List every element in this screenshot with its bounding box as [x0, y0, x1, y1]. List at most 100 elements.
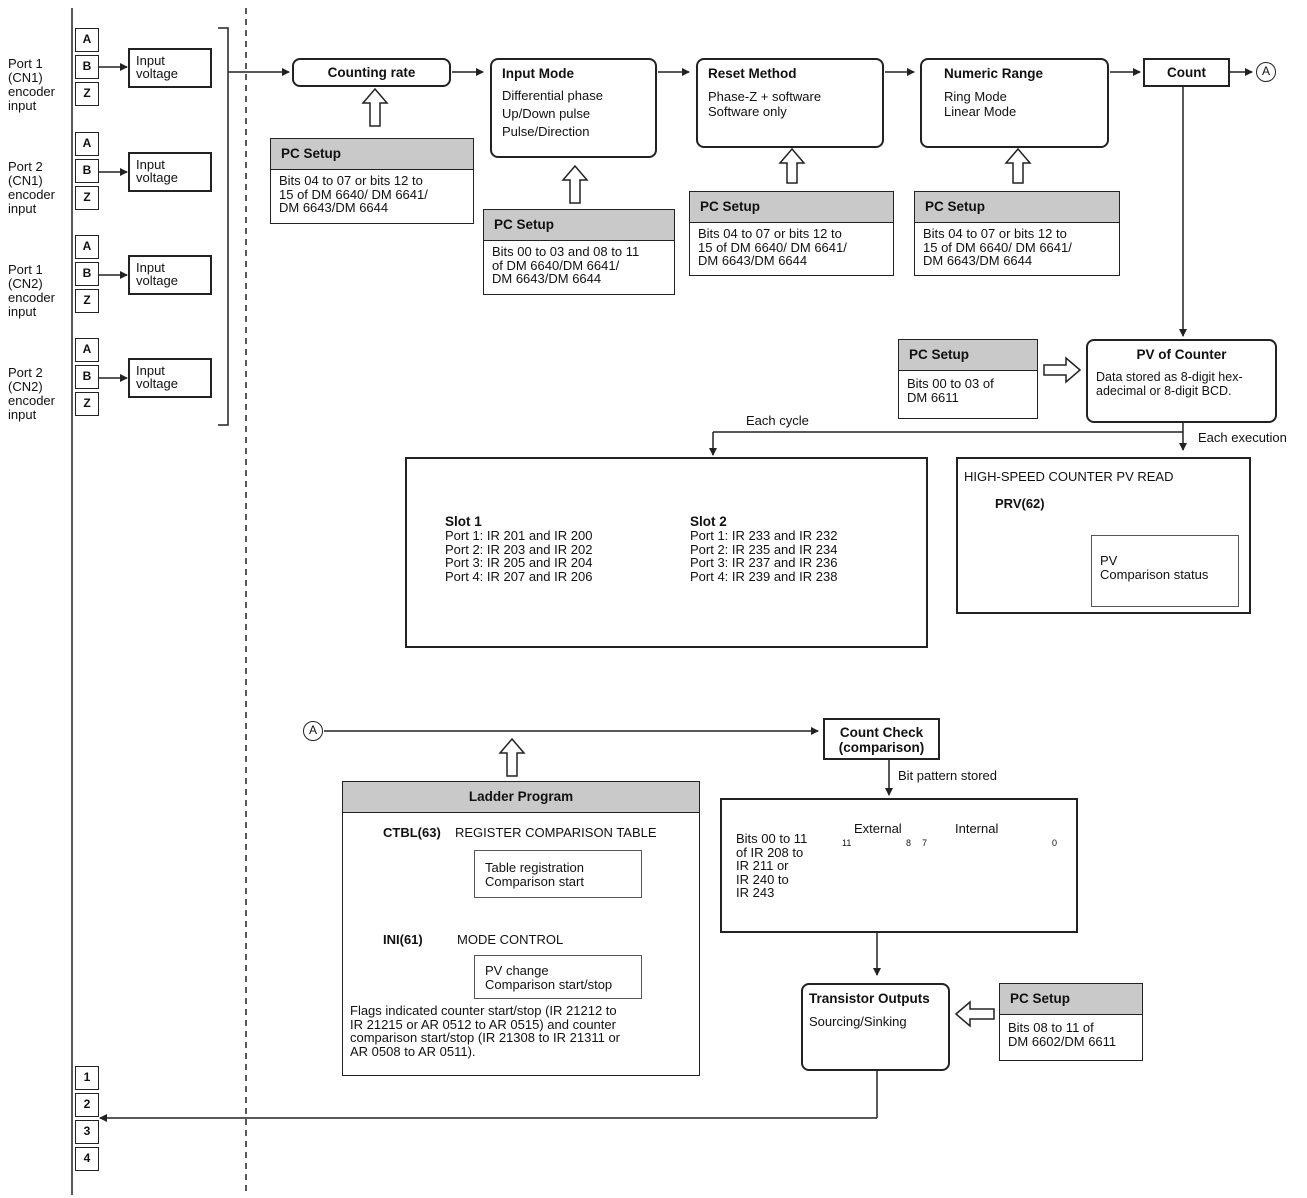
- hs-read-inner-box: PV Comparison status: [1091, 535, 1239, 607]
- slot-1: Slot 1 Port 1: IR 201 and IR 200 Port 2:…: [445, 514, 592, 583]
- hollow-up-arrow: [561, 164, 589, 204]
- pc-setup-body: Bits 04 to 07 or bits 12 to 15 of DM 664…: [279, 173, 428, 215]
- transistor-outputs-body: Sourcing/Sinking: [809, 1014, 907, 1029]
- slot-2-ports: Port 1: IR 233 and IR 232 Port 2: IR 235…: [690, 528, 838, 584]
- numeric-range-box: Numeric Range Ring Mode Linear Mode: [920, 58, 1109, 148]
- each-execution-label: Each execution: [1198, 430, 1287, 445]
- pc-setup-transistor: PC Setup Bits 08 to 11 of DM 6602/DM 661…: [999, 983, 1143, 1061]
- pc-setup-header: PC Setup: [915, 192, 1119, 223]
- ctbl-label: REGISTER COMPARISON TABLE: [455, 825, 657, 840]
- count-box: Count: [1143, 58, 1230, 87]
- pc-setup-input-mode: PC Setup Bits 00 to 03 and 08 to 11 of D…: [483, 209, 675, 295]
- prv-instruction: PRV(62): [995, 496, 1045, 511]
- output-terminal-4: 4: [75, 1147, 99, 1171]
- pc-setup-numeric-range: PC Setup Bits 04 to 07 or bits 12 to 15 …: [914, 191, 1120, 276]
- terminal-a: A: [75, 235, 99, 259]
- pc-setup-header: PC Setup: [1000, 984, 1142, 1015]
- slot-1-title: Slot 1: [445, 514, 482, 529]
- pc-setup-header: PC Setup: [271, 139, 473, 170]
- hs-read-title: HIGH-SPEED COUNTER PV READ: [964, 469, 1174, 484]
- terminal-z: Z: [75, 82, 99, 106]
- bit-0-label: 0: [1052, 838, 1058, 848]
- hollow-left-arrow: [954, 1000, 995, 1028]
- pv-of-counter-body: Data stored as 8-digit hex- adecimal or …: [1096, 370, 1243, 398]
- output-terminal-2: 2: [75, 1093, 99, 1117]
- reset-method-box: Reset Method Phase-Z + software Software…: [696, 58, 884, 148]
- hollow-right-arrow: [1043, 356, 1082, 384]
- hollow-up-arrow: [778, 147, 806, 184]
- connector-a-circle: A: [1256, 62, 1276, 82]
- hollow-up-arrow: [1004, 147, 1032, 184]
- count-check-box: Count Check (comparison): [823, 718, 940, 760]
- each-cycle-label: Each cycle: [746, 413, 809, 428]
- pc-setup-header: PC Setup: [484, 210, 674, 241]
- terminal-a: A: [75, 28, 99, 52]
- output-terminal-3: 3: [75, 1120, 99, 1144]
- port-label: Port 2 (CN1) encoder input: [8, 159, 55, 216]
- slot-memory-box: Slot 1 Port 1: IR 201 and IR 200 Port 2:…: [405, 457, 928, 648]
- numeric-range-options: Ring Mode Linear Mode: [944, 89, 1017, 119]
- transistor-outputs-box: Transistor Outputs Sourcing/Sinking: [801, 983, 950, 1071]
- pc-setup-pv: PC Setup Bits 00 to 03 of DM 6611: [898, 339, 1038, 419]
- input-mode-title: Input Mode: [502, 66, 574, 81]
- terminal-b: B: [75, 262, 99, 286]
- ctbl-function-box: Table registration Comparison start: [474, 850, 642, 898]
- reset-method-title: Reset Method: [708, 66, 797, 81]
- bit-pattern-box: Bits 00 to 11 of IR 208 to IR 211 or IR …: [720, 798, 1078, 933]
- output-terminal-1: 1: [75, 1066, 99, 1090]
- hollow-up-arrow: [498, 737, 526, 777]
- bit-8-label: 8: [906, 838, 912, 848]
- slot-2: Slot 2 Port 1: IR 233 and IR 232 Port 2:…: [690, 514, 837, 583]
- internal-label: Internal: [955, 821, 999, 836]
- input-voltage-box: Input voltage: [128, 255, 212, 295]
- slot-1-ports: Port 1: IR 201 and IR 200 Port 2: IR 203…: [445, 528, 593, 584]
- ladder-program-box: Ladder Program CTBL(63) REGISTER COMPARI…: [342, 781, 700, 1076]
- terminal-a: A: [75, 132, 99, 156]
- pc-setup-header: PC Setup: [690, 192, 893, 223]
- pc-setup-counting-rate: PC Setup Bits 04 to 07 or bits 12 to 15 …: [270, 138, 474, 224]
- ctbl-instruction: CTBL(63): [383, 825, 441, 840]
- ladder-program-header: Ladder Program: [343, 782, 699, 813]
- input-mode-options: Differential phase Up/Down pulse Pulse/D…: [502, 88, 603, 139]
- hollow-up-arrow: [361, 87, 389, 127]
- slot-2-title: Slot 2: [690, 514, 727, 529]
- pc-setup-header: PC Setup: [899, 340, 1037, 371]
- pv-of-counter-box: PV of Counter Data stored as 8-digit hex…: [1086, 339, 1277, 423]
- bits-description: Bits 00 to 11 of IR 208 to IR 211 or IR …: [736, 831, 808, 900]
- terminal-z: Z: [75, 186, 99, 210]
- port-label: Port 2 (CN2) encoder input: [8, 365, 55, 422]
- terminal-z: Z: [75, 289, 99, 313]
- pc-setup-body: Bits 08 to 11 of DM 6602/DM 6611: [1008, 1020, 1117, 1049]
- pv-of-counter-title: PV of Counter: [1136, 347, 1227, 362]
- bit-11-label: 11: [842, 838, 852, 848]
- transistor-outputs-title: Transistor Outputs: [809, 991, 930, 1006]
- pc-setup-body: Bits 04 to 07 or bits 12 to 15 of DM 664…: [698, 226, 847, 268]
- pc-setup-body: Bits 00 to 03 and 08 to 11 of DM 6640/DM…: [492, 244, 640, 286]
- terminal-b: B: [75, 365, 99, 389]
- bit-7-label: 7: [922, 838, 928, 848]
- ini-function-text: PV change Comparison start/stop: [485, 963, 613, 992]
- pc-setup-body: Bits 00 to 03 of DM 6611: [907, 376, 994, 405]
- bit-pattern-label: Bit pattern stored: [898, 768, 997, 783]
- input-voltage-box: Input voltage: [128, 152, 212, 192]
- hs-read-inner-text: PV Comparison status: [1100, 553, 1209, 582]
- input-voltage-box: Input voltage: [128, 358, 212, 398]
- pc-setup-body: Bits 04 to 07 or bits 12 to 15 of DM 664…: [923, 226, 1072, 268]
- reset-method-options: Phase-Z + software Software only: [708, 89, 822, 119]
- ladder-flags-note: Flags indicated counter start/stop (IR 2…: [350, 1003, 621, 1059]
- input-voltage-box: Input voltage: [128, 48, 212, 88]
- ini-function-box: PV change Comparison start/stop: [474, 955, 642, 999]
- counting-rate-box: Counting rate: [292, 58, 451, 87]
- input-mode-box: Input Mode Differential phase Up/Down pu…: [490, 58, 657, 158]
- terminal-b: B: [75, 159, 99, 183]
- numeric-range-title: Numeric Range: [944, 66, 1044, 81]
- port-label: Port 1 (CN1) encoder input: [8, 56, 55, 113]
- high-speed-counter-read-box: HIGH-SPEED COUNTER PV READ PRV(62) PV Co…: [956, 457, 1251, 614]
- pc-setup-reset-method: PC Setup Bits 04 to 07 or bits 12 to 15 …: [689, 191, 894, 276]
- terminal-b: B: [75, 55, 99, 79]
- ini-label: MODE CONTROL: [457, 932, 564, 947]
- port-label: Port 1 (CN2) encoder input: [8, 262, 55, 319]
- ini-instruction: INI(61): [383, 932, 423, 947]
- ctbl-function-text: Table registration Comparison start: [485, 860, 584, 889]
- terminal-a: A: [75, 338, 99, 362]
